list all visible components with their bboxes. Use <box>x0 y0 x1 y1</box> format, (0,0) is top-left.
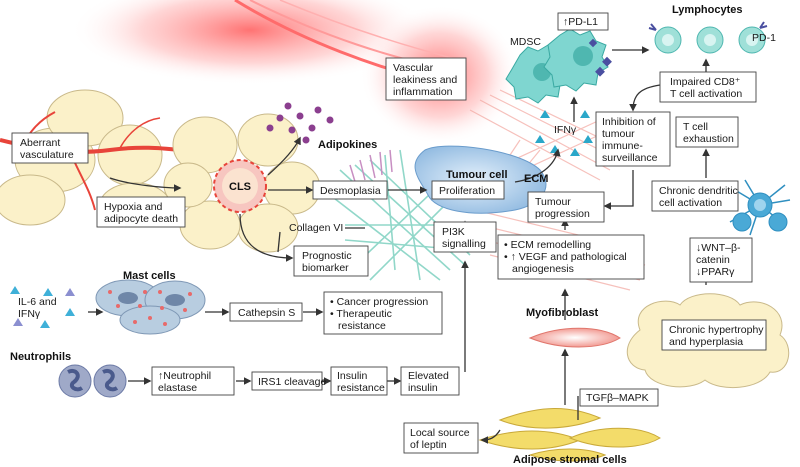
svg-text:Prognostic: Prognostic <box>302 250 352 262</box>
adipokine-particles <box>266 102 334 144</box>
aberrant-vasculature-label: Aberrant vasculature <box>11 132 89 164</box>
chronic-hypertrophy-label: Chronic hypertrophy and hyperplasia <box>661 319 767 351</box>
svg-text:Cathepsin S: Cathepsin S <box>238 307 295 319</box>
svg-text:inflammation: inflammation <box>393 86 453 98</box>
svg-text:resistance: resistance <box>337 382 385 394</box>
pi3k-label: PI3K signalling <box>433 221 497 253</box>
svg-text:Chronic dendritic: Chronic dendritic <box>659 185 738 197</box>
cls-adipocyte-cluster <box>163 113 321 253</box>
svg-text:Vascular: Vascular <box>393 62 434 74</box>
svg-text:Impaired CD8⁺: Impaired CD8⁺ <box>670 76 741 88</box>
svg-text:leakiness and: leakiness and <box>393 74 457 86</box>
svg-text:exhaustion: exhaustion <box>683 133 734 145</box>
myofibroblast-label: Myofibroblast <box>526 307 598 319</box>
svg-text:Chronic hypertrophy: Chronic hypertrophy <box>669 324 764 336</box>
svg-text:• Cancer progression: • Cancer progression <box>330 296 428 308</box>
hypoxia-label: Hypoxia and adipocyte death <box>96 196 186 228</box>
mdsc-cells <box>505 28 612 104</box>
svg-text:Tumour: Tumour <box>535 196 571 208</box>
adipokines-label: Adipokines <box>318 139 377 151</box>
svg-text:↑Neutrophil: ↑Neutrophil <box>158 370 211 382</box>
mast-cells-label: Mast cells <box>123 270 176 282</box>
ecm-label: ECM <box>524 173 548 185</box>
svg-text:Aberrant: Aberrant <box>20 137 60 149</box>
il6-ifng-label-line2: IFNγ <box>18 308 41 320</box>
svg-text:T cell: T cell <box>683 121 708 133</box>
wnt-pparg-label: ↓WNT–β- catenin ↓PPARγ <box>689 237 753 283</box>
myofibroblast-cell <box>528 327 621 348</box>
svg-text:vasculature: vasculature <box>20 149 74 161</box>
lymphocytes-label: Lymphocytes <box>672 4 743 16</box>
cls-label: CLS <box>229 181 251 193</box>
pd-1-label: PD-1 <box>752 32 776 44</box>
dendritic-cells <box>729 179 791 236</box>
svg-text:• ↑ VEGF and pathological: • ↑ VEGF and pathological <box>504 251 627 263</box>
neutrophil-cells <box>58 364 127 398</box>
flow-arrows <box>88 46 710 444</box>
tgfb-mapk-label: TGFβ–MAPK <box>579 388 659 407</box>
collagen-vi-label: Collagen VI <box>289 222 343 234</box>
prognostic-biomarker-label: Prognostic biomarker <box>293 245 369 277</box>
svg-text:tumour: tumour <box>602 128 635 140</box>
ecm-remodelling-label: • ECM remodelling • ↑ VEGF and pathologi… <box>497 234 645 280</box>
svg-text:biomarker: biomarker <box>302 262 349 274</box>
svg-text:progression: progression <box>535 208 590 220</box>
svg-text:Elevated: Elevated <box>408 370 449 382</box>
irs1-cleavage-label: IRS1 cleavage <box>251 371 326 391</box>
t-cell-exhaustion-label: T cell exhaustion <box>675 116 739 148</box>
svg-text:PI3K: PI3K <box>442 226 465 238</box>
adipose-stromal-label: Adipose stromal cells <box>513 454 627 466</box>
svg-text:elastase: elastase <box>158 382 197 394</box>
vascular-leakiness-label: Vascular leakiness and inflammation <box>385 57 467 101</box>
pd-l1-label: ↑PD-L1 <box>557 12 609 31</box>
svg-text:IRS1 cleavage: IRS1 cleavage <box>258 376 326 388</box>
ifng-top-label: IFNγ <box>554 124 577 136</box>
elevated-insulin-label: Elevated insulin <box>400 366 460 396</box>
cancer-progression-label: • Cancer progression • Therapeutic resis… <box>323 291 443 335</box>
svg-text:• ECM remodelling: • ECM remodelling <box>504 239 591 251</box>
svg-text:surveillance: surveillance <box>602 152 658 164</box>
svg-text:Hypoxia and: Hypoxia and <box>104 201 163 213</box>
svg-text:↑PD-L1: ↑PD-L1 <box>563 16 598 28</box>
svg-text:insulin: insulin <box>408 382 438 394</box>
mdsc-label: MDSC <box>510 36 541 48</box>
svg-text:angiogenesis: angiogenesis <box>512 263 574 275</box>
lymphocyte-cells <box>648 21 768 54</box>
desmoplasia-label: Desmoplasia <box>312 180 388 200</box>
il6-ifng-triangles <box>10 286 75 328</box>
svg-text:Inhibition of: Inhibition of <box>602 116 656 128</box>
chronic-dendritic-label: Chronic dendritic cell activation <box>651 180 739 212</box>
il6-ifng-label-line1: IL-6 and <box>18 296 57 308</box>
svg-text:↓PPARγ: ↓PPARγ <box>696 266 735 278</box>
svg-text:Local source: Local source <box>410 427 470 439</box>
impaired-cd8-label: Impaired CD8⁺ T cell activation <box>659 71 757 103</box>
svg-text:Desmoplasia: Desmoplasia <box>320 185 381 197</box>
svg-text:• Therapeutic: • Therapeutic <box>330 308 392 320</box>
svg-text:signalling: signalling <box>442 238 486 250</box>
neutrophils-label: Neutrophils <box>10 351 71 363</box>
svg-text:Insulin: Insulin <box>337 370 368 382</box>
svg-text:↓WNT–β-: ↓WNT–β- <box>696 242 741 254</box>
tumour-progression-label: Tumour progression <box>527 191 605 223</box>
local-leptin-label: Local source of leptin <box>403 422 479 454</box>
cathepsin-s-label: Cathepsin S <box>229 302 303 322</box>
svg-text:resistance: resistance <box>338 320 386 332</box>
svg-text:cell activation: cell activation <box>659 197 722 209</box>
svg-text:T cell activation: T cell activation <box>670 88 742 100</box>
proliferation-label: Proliferation <box>431 180 505 200</box>
mast-cells <box>95 279 206 335</box>
neutrophil-elastase-label: ↑Neutrophil elastase <box>151 366 235 396</box>
svg-text:and hyperplasia: and hyperplasia <box>669 336 743 348</box>
svg-text:of leptin: of leptin <box>410 439 447 451</box>
adipose-stromal-cells <box>478 408 661 462</box>
tumour-cell-label: Tumour cell <box>446 169 508 181</box>
insulin-resistance-label: Insulin resistance <box>330 366 388 396</box>
svg-text:immune-: immune- <box>602 140 643 152</box>
svg-text:adipocyte death: adipocyte death <box>104 213 178 225</box>
svg-text:TGFβ–MAPK: TGFβ–MAPK <box>586 392 649 404</box>
svg-text:Proliferation: Proliferation <box>439 185 495 197</box>
inhibition-immunosurveillance-label: Inhibition of tumour immune- surveillanc… <box>595 111 671 167</box>
svg-text:catenin: catenin <box>696 254 730 266</box>
